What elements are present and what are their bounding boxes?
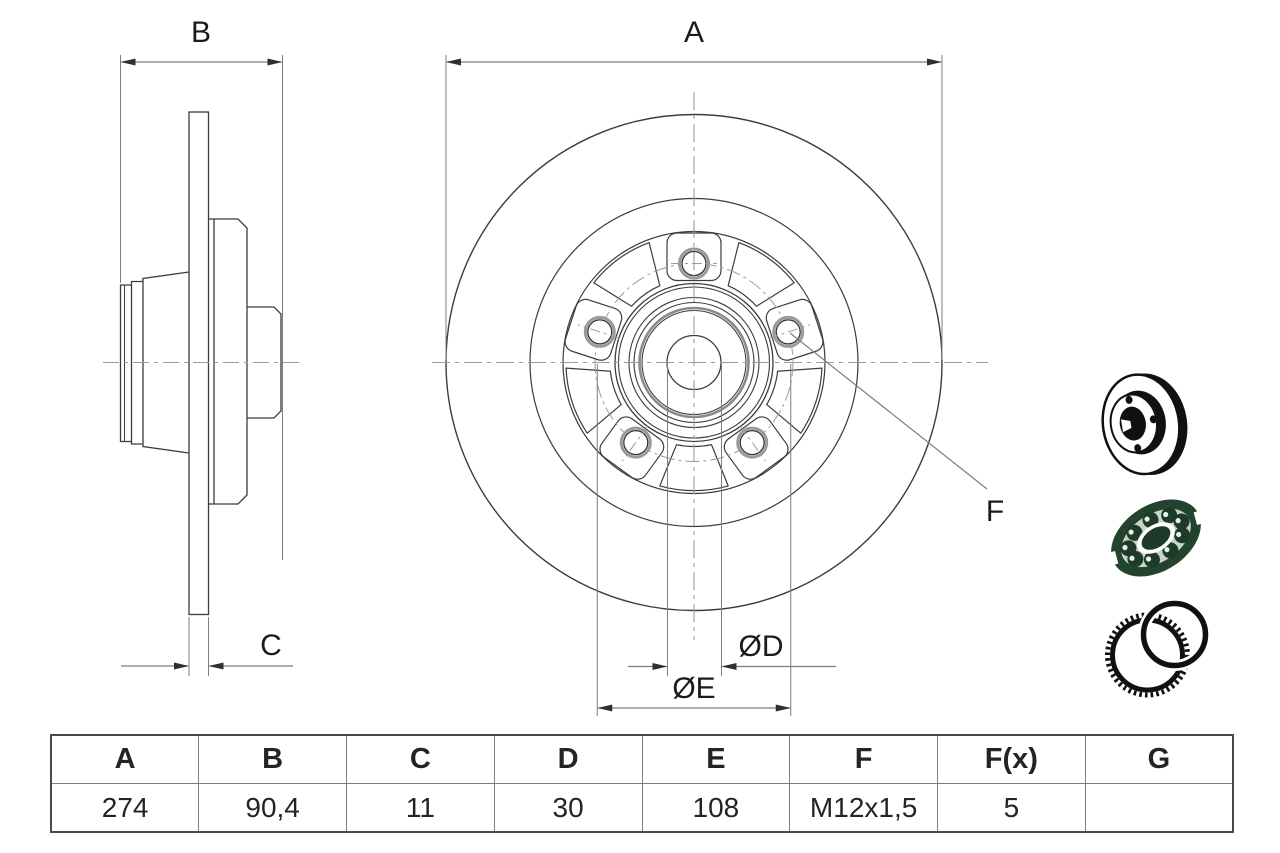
spec-header-g: G [1084, 734, 1234, 784]
drawing-canvas [103, 55, 1211, 716]
dimension-label-e: ØE [672, 672, 716, 705]
dimension-label-c: C [260, 629, 282, 662]
abs-sensor-ring-icon [1105, 598, 1211, 698]
side-bearing-cylinder [247, 306, 282, 419]
dimension-label-a: A [683, 16, 705, 49]
spec-value-c: 11 [346, 783, 495, 833]
spec-value-g [1084, 783, 1234, 833]
extension-lines [120, 55, 943, 716]
spec-header-b: B [198, 734, 347, 784]
dimension-label-f: F [985, 495, 1005, 528]
bolt-holes [583, 247, 805, 459]
side-disc-plate [188, 111, 210, 616]
spec-value-e: 108 [641, 783, 791, 833]
dimension-f-leader [789, 332, 988, 490]
spec-header-e: E [641, 734, 791, 784]
brake-disc-icon [1101, 373, 1188, 476]
side-hub-flange [208, 218, 248, 505]
spec-header-a: A [50, 734, 200, 784]
spec-value-f: M12x1,5 [789, 783, 938, 833]
wheel-bearing-icon [1106, 499, 1206, 577]
spec-value-b: 90,4 [198, 783, 347, 833]
dimension-label-b: B [190, 16, 212, 49]
spec-table-value-row: 274 90,4 11 30 108 M12x1,5 5 [50, 783, 1234, 833]
side-view-drawing [119, 111, 282, 616]
spec-table-header-row: A B C D E F F(x) G [50, 734, 1234, 784]
spec-header-f: F [789, 734, 938, 784]
spec-value-d: 30 [493, 783, 643, 833]
hub-spokes [565, 241, 823, 492]
spec-value-a: 274 [50, 783, 200, 833]
spec-header-c: C [346, 734, 495, 784]
dimension-lines [120, 58, 988, 712]
dimension-label-d: ØD [738, 630, 784, 663]
dimension-spec-table: A B C D E F F(x) G 274 90,4 11 30 108 M1… [50, 734, 1234, 833]
spec-header-d: D [493, 734, 643, 784]
spec-value-fx: 5 [937, 783, 1086, 833]
spec-header-fx: F(x) [937, 734, 1086, 784]
